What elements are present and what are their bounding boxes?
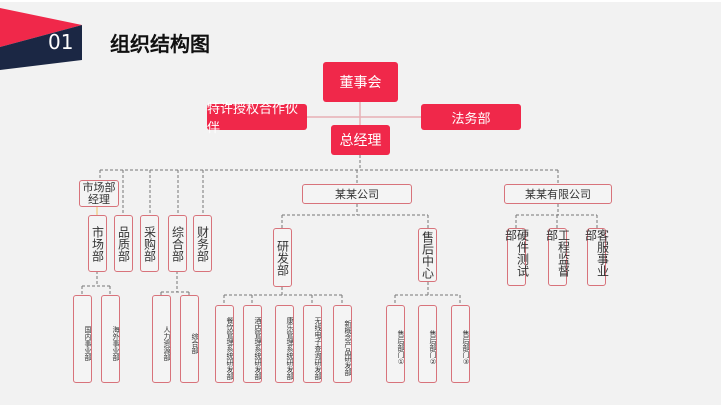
top-border <box>0 0 721 2</box>
node-sub: 人力资源部 <box>152 295 171 383</box>
node-sub: 售后部门① <box>386 305 405 383</box>
node-dept: 采购部 <box>140 215 159 272</box>
node-legal: 法务部 <box>421 104 521 130</box>
section-number: 01 <box>48 30 74 54</box>
header-accent-dark <box>0 25 82 70</box>
header-accent-red <box>0 8 82 47</box>
node-dept: 品质部 <box>114 215 133 272</box>
node-general-manager: 总经理 <box>331 125 390 155</box>
node-unit: 硬件测试部 <box>504 228 530 286</box>
node-sub: 海外事业部 <box>101 295 120 383</box>
node-dept: 市场部 <box>88 215 107 272</box>
node-sub: 新概念产品研发部 <box>333 305 352 383</box>
node-partner: 特许授权合作伙伴 <box>207 102 307 136</box>
node-company-a: 某某公司 <box>302 184 412 204</box>
node-market-manager: 市场部经理 <box>79 180 119 207</box>
node-sub: 综合部 <box>180 295 199 383</box>
node-service-center: 售后中心 <box>418 228 437 282</box>
node-dept: 综合部 <box>168 215 187 272</box>
node-dept: 财务部 <box>193 215 212 272</box>
node-unit: 工程监督部 <box>545 228 571 286</box>
node-sub: 康乐管理系统研发部 <box>275 305 294 383</box>
node-sub: 无线电子查询研发部 <box>303 305 322 383</box>
node-unit: 客服事业部 <box>584 228 610 286</box>
page-title: 组织结构图 <box>110 32 210 56</box>
node-sub: 国内事业部 <box>73 295 92 383</box>
node-sub: 售后部门③ <box>451 305 470 383</box>
node-company-b: 某某有限公司 <box>504 184 612 204</box>
node-sub: 酒店管理系统研发部 <box>243 305 262 383</box>
node-sub: 餐饮管理系统研发部 <box>215 305 234 383</box>
node-board: 董事会 <box>323 62 398 102</box>
node-rd: 研发部 <box>273 228 292 287</box>
node-sub: 售后部门② <box>418 305 437 383</box>
